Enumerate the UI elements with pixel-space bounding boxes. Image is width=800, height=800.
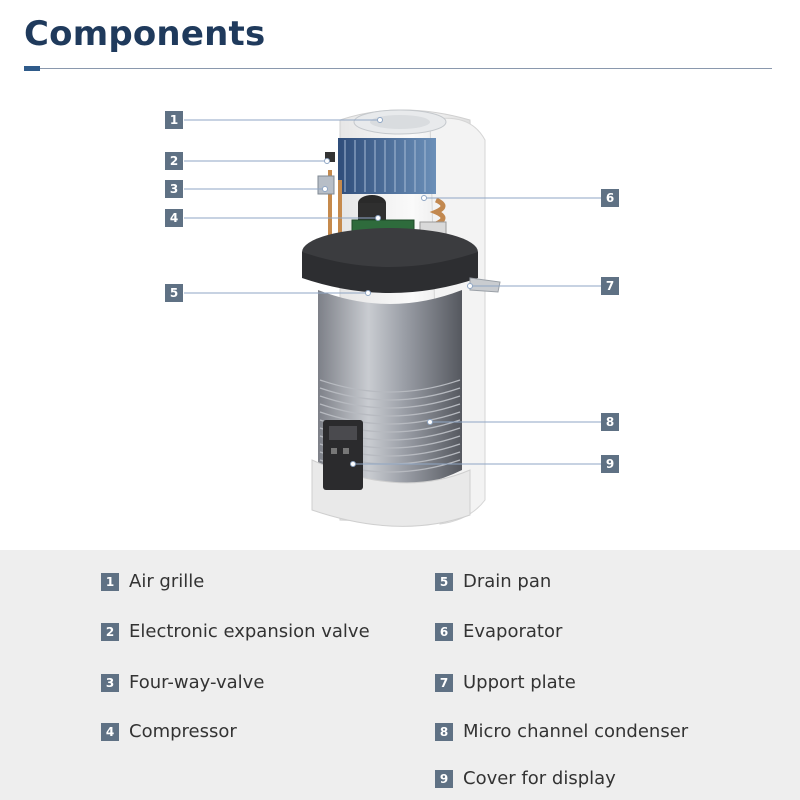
legend-item: 2 Electronic expansion valve	[101, 621, 370, 642]
legend-label: Compressor	[129, 721, 237, 742]
legend-item: 9 Cover for display	[435, 768, 616, 789]
callout-4: 4	[165, 209, 183, 227]
legend-number-badge: 9	[435, 769, 453, 788]
legend-label: Upport plate	[463, 672, 576, 693]
legend-label: Four-way-valve	[129, 672, 265, 693]
legend-item: 1 Air grille	[101, 571, 204, 592]
legend-item: 8 Micro channel condenser	[435, 721, 688, 742]
legend-number-badge: 7	[435, 673, 453, 692]
title-accent-bar	[24, 66, 40, 71]
legend-label: Cover for display	[463, 768, 616, 789]
heat-pump-cutaway-drawing	[184, 109, 601, 527]
legend-item: 5 Drain pan	[435, 571, 551, 592]
legend-item: 3 Four-way-valve	[101, 672, 264, 693]
legend-number-badge: 5	[435, 572, 453, 591]
legend-number-badge: 3	[101, 673, 119, 692]
page-title: Components	[24, 14, 266, 54]
title-divider	[24, 68, 772, 69]
leader-lines	[184, 119, 601, 465]
legend-label: Electronic expansion valve	[129, 621, 370, 642]
legend-label: Air grille	[129, 571, 205, 592]
legend-item: 7 Upport plate	[435, 672, 576, 693]
callout-8: 8	[601, 413, 619, 431]
legend-label: Micro channel condenser	[463, 721, 689, 742]
legend-number-badge: 4	[101, 722, 119, 741]
legend-item: 6 Evaporator	[435, 621, 562, 642]
components-legend: 1 Air grille 2 Electronic expansion valv…	[0, 550, 800, 800]
legend-number-badge: 8	[435, 722, 453, 741]
legend-label: Drain pan	[463, 571, 552, 592]
legend-number-badge: 2	[101, 622, 119, 641]
callout-9: 9	[601, 455, 619, 473]
callout-2: 2	[165, 152, 183, 170]
legend-number-badge: 6	[435, 622, 453, 641]
leader-dots	[322, 117, 473, 467]
callout-7: 7	[601, 277, 619, 295]
legend-number-badge: 1	[101, 572, 119, 591]
legend-item: 4 Compressor	[101, 721, 237, 742]
callout-5: 5	[165, 284, 183, 302]
callout-6: 6	[601, 189, 619, 207]
callout-1: 1	[165, 111, 183, 129]
legend-label: Evaporator	[463, 621, 563, 642]
callout-3: 3	[165, 180, 183, 198]
heat-pump-illustration: 1 2 3 4 5 6 7 8 9	[0, 80, 800, 550]
